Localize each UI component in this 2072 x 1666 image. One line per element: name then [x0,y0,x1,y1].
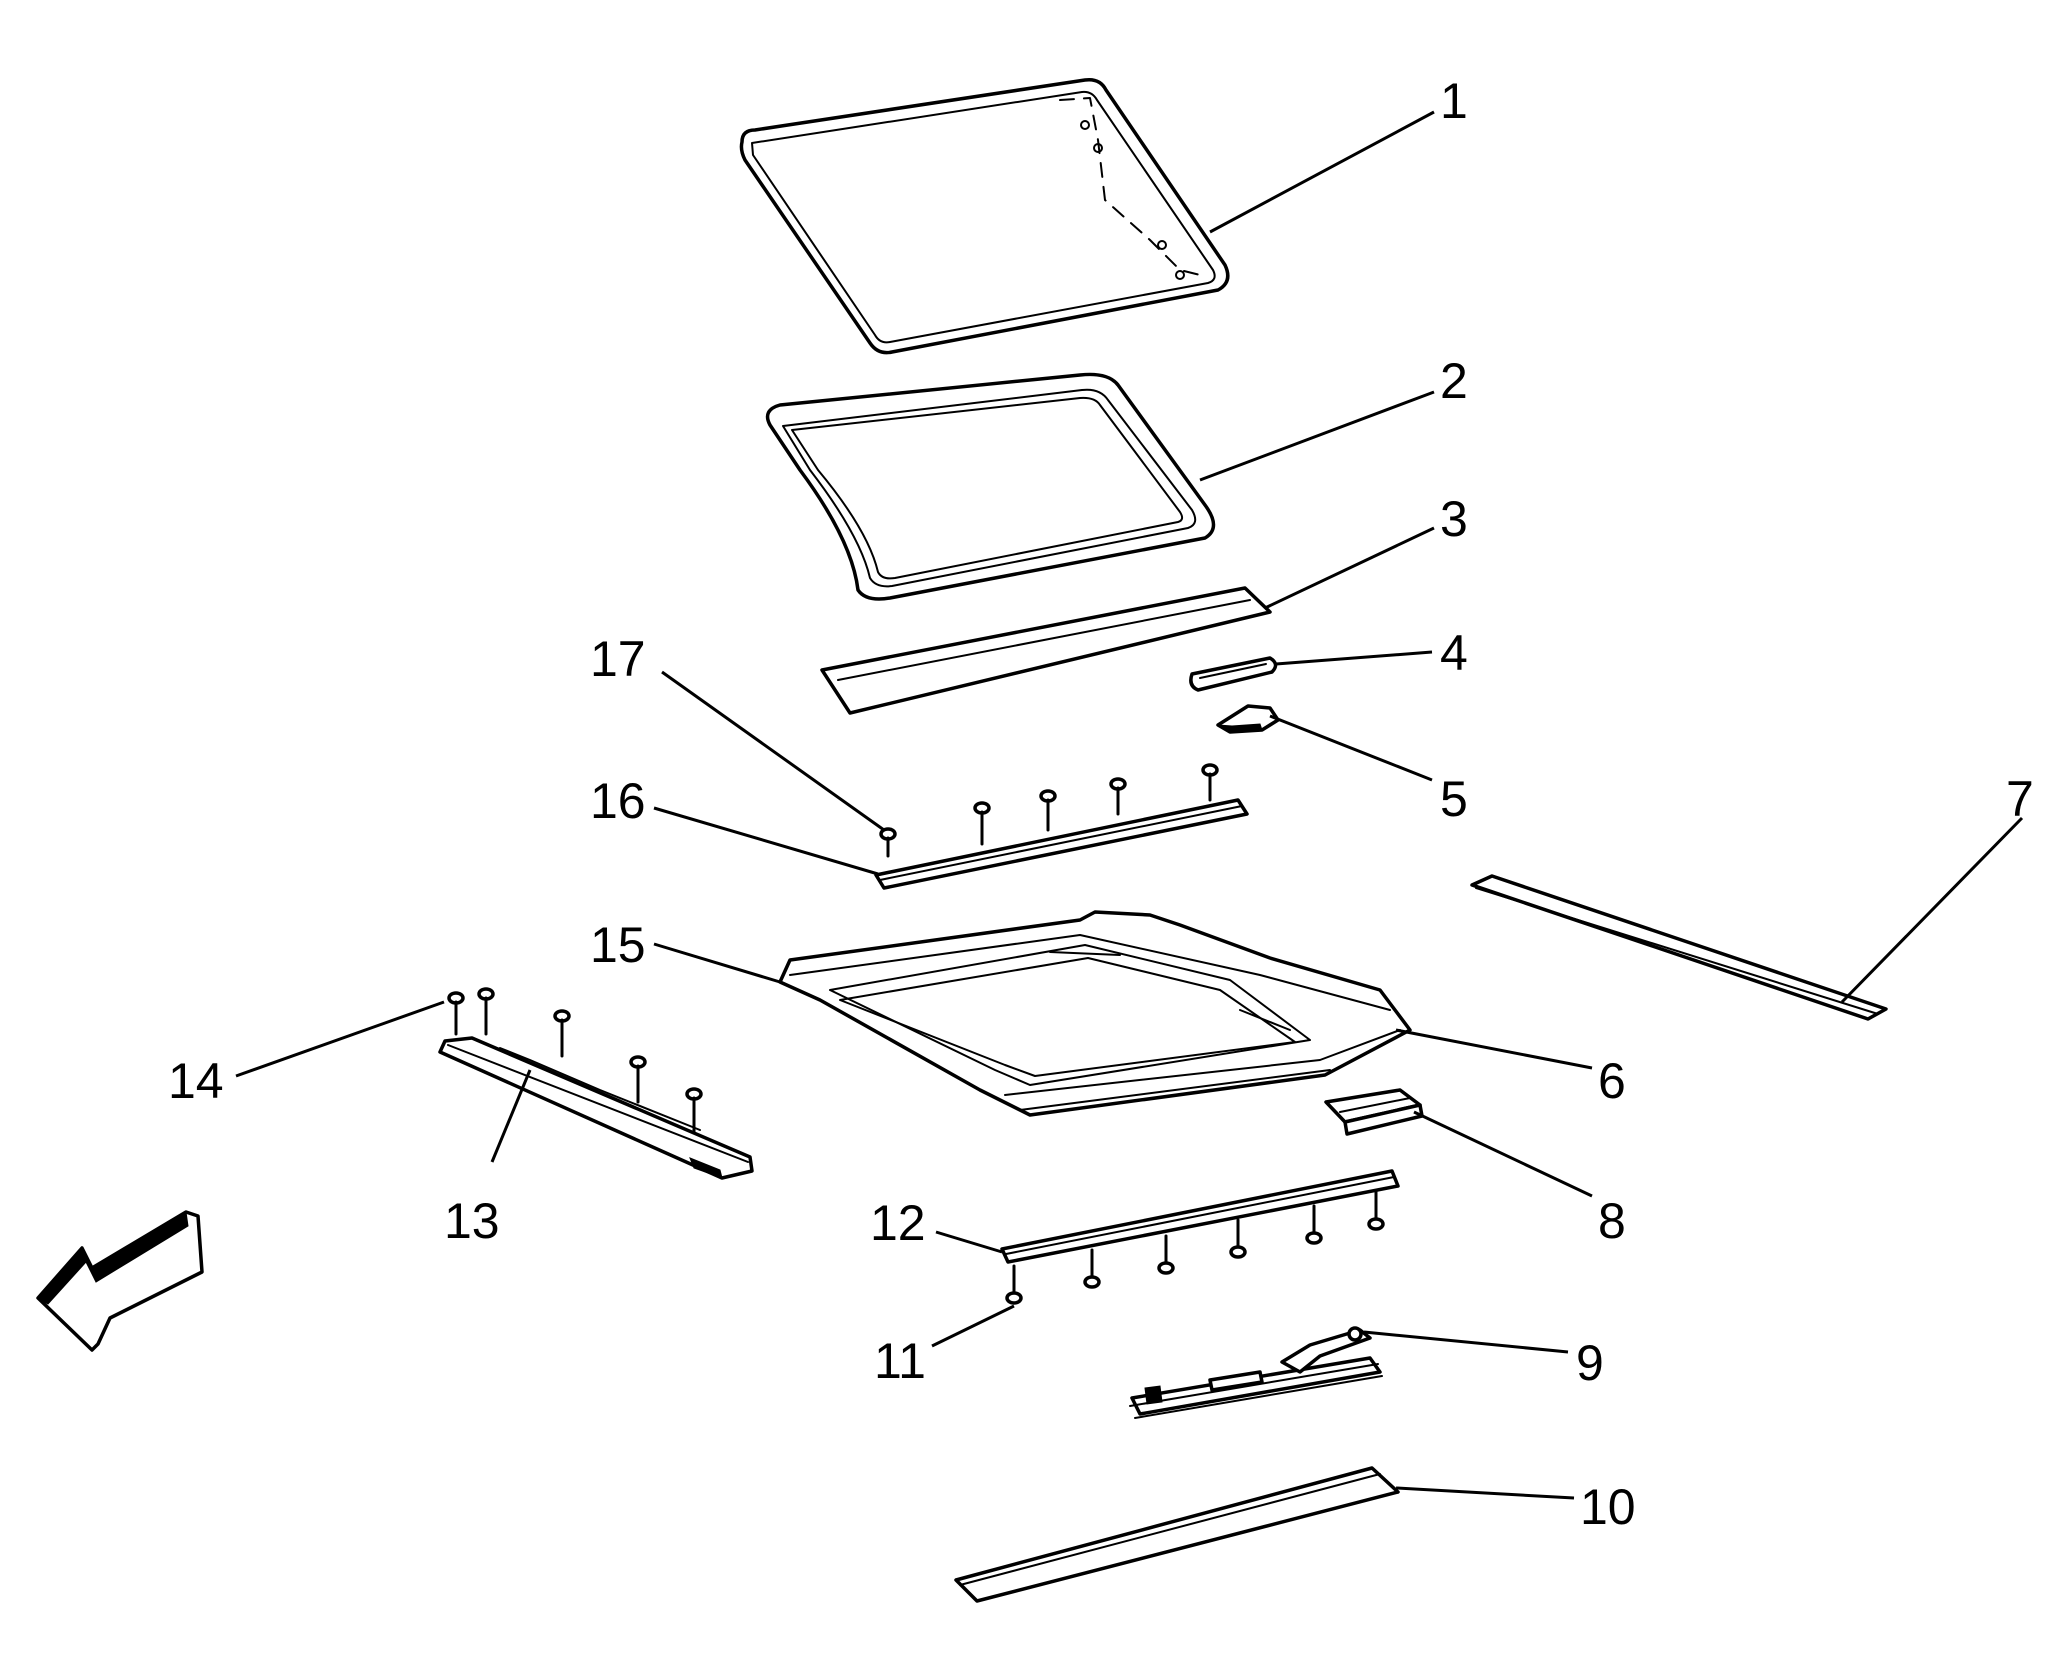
callout-7: 7 [2006,771,2034,827]
part-10-strip [954,1466,1400,1603]
leader-lines [235,110,2024,1500]
callout-13: 13 [444,1193,500,1249]
callout-16: 16 [590,773,646,829]
part-11-fasteners [1005,1190,1385,1305]
part-8-block [1324,1088,1424,1136]
part-14-fasteners [447,987,703,1134]
callout-8: 8 [1598,1193,1626,1249]
part-12-rear-rail [1000,1169,1400,1264]
part-2-glass-seal [765,372,1216,601]
callout-1: 1 [1440,73,1468,129]
callout-11: 11 [874,1333,926,1389]
callout-6: 6 [1598,1053,1626,1109]
part-5-bracket [1216,704,1280,734]
part-13-left-rail [438,1036,754,1180]
callout-5: 5 [1440,771,1468,827]
part-16-front-rail [874,798,1249,890]
part-3-strip [820,586,1272,715]
part-9-mechanism [1129,1326,1383,1419]
part-1-glass-panel [739,77,1230,355]
callout-3: 3 [1440,491,1468,547]
callout-10: 10 [1580,1479,1636,1535]
callout-14: 14 [168,1053,224,1109]
callout-12: 12 [870,1195,926,1251]
part-4-rod [1189,656,1278,692]
arrow-front-left-icon [36,1210,204,1352]
callout-2: 2 [1440,353,1468,409]
part-15-housing [778,910,1412,1117]
callout-4: 4 [1440,625,1468,681]
callout-17: 17 [590,631,646,687]
callout-labels: 1 2 3 4 5 6 7 8 9 10 11 12 13 14 15 16 1… [168,73,2034,1535]
part-17-fasteners [879,763,1219,858]
callout-15: 15 [590,917,646,973]
part-7-strip [1470,874,1888,1021]
callout-9: 9 [1576,1335,1604,1391]
